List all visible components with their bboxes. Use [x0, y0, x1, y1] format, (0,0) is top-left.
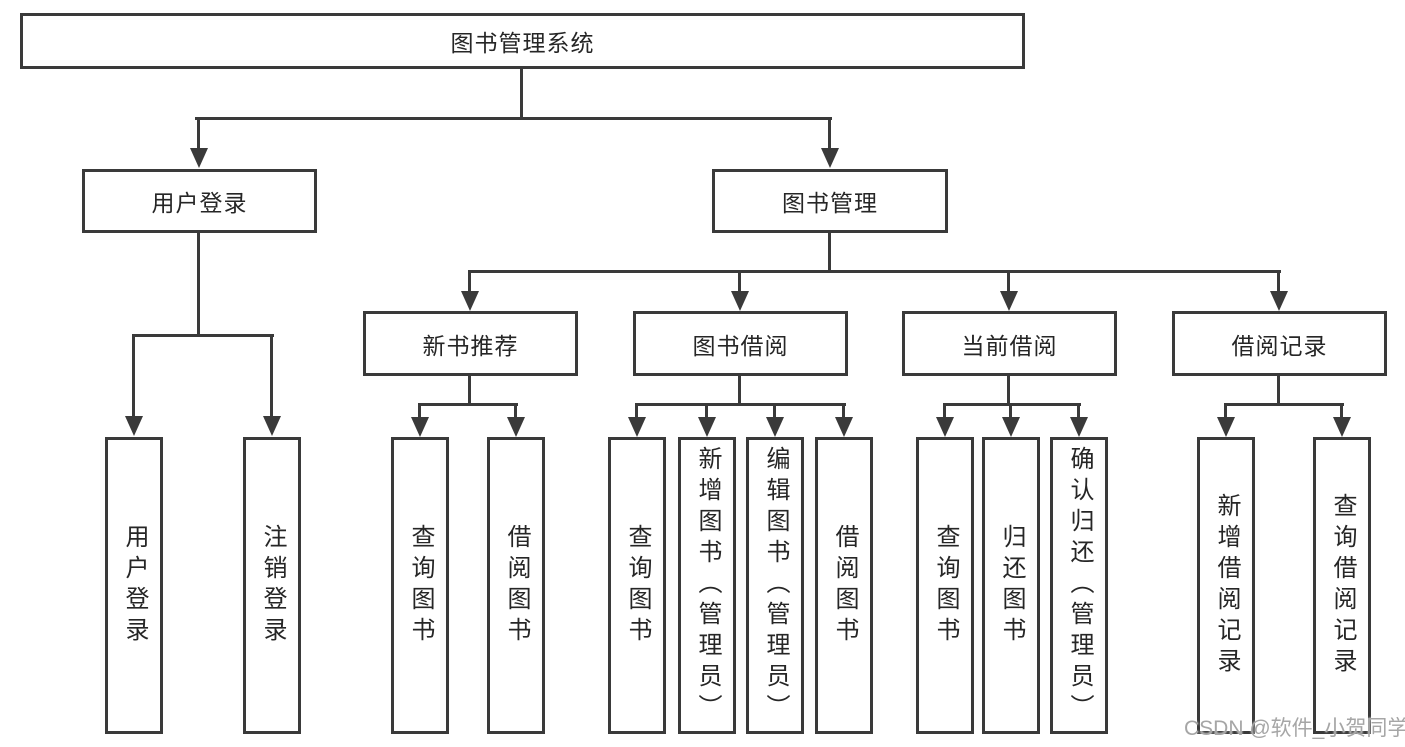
arrow-down-icon [731, 291, 749, 311]
arrow-down-icon [766, 417, 784, 437]
connector-vline [132, 334, 135, 418]
arrow-down-icon [698, 417, 716, 437]
connector-vline [1077, 403, 1080, 419]
connector-vline [1340, 403, 1343, 419]
node-current-borrowing: 当前借阅 [902, 311, 1117, 376]
connector-hline [132, 334, 274, 337]
leaf-query-book-1: 查询图书 [391, 437, 449, 734]
arrow-down-icon [461, 291, 479, 311]
leaf-confirm-return-admin: 确认归还（管理员） [1050, 437, 1108, 734]
node-book-borrowing-label: 图书借阅 [692, 332, 789, 359]
connector-vline [418, 403, 421, 419]
connector-hline [418, 403, 518, 406]
arrow-down-icon [835, 417, 853, 437]
leaf-query-book-3-label: 查询图书 [932, 523, 959, 648]
leaf-user-login-label: 用户登录 [121, 523, 148, 648]
leaf-add-borrow-record-label: 新增借阅记录 [1213, 492, 1240, 679]
node-book-management: 图书管理 [712, 169, 948, 233]
node-user-login-label: 用户登录 [151, 190, 248, 216]
connector-vline [828, 233, 831, 273]
connector-vline [1007, 376, 1010, 406]
leaf-borrow-book-1: 借阅图书 [487, 437, 545, 734]
connector-vline [1007, 270, 1010, 293]
leaf-borrow-book-2-label: 借阅图书 [831, 523, 858, 648]
arrow-down-icon [190, 148, 208, 168]
node-borrow-records-label: 借阅记录 [1231, 332, 1328, 359]
connector-hline [943, 403, 1081, 406]
leaf-edit-book-admin: 编辑图书（管理员） [746, 437, 804, 734]
connector-vline [635, 403, 638, 419]
connector-vline [1277, 270, 1280, 293]
leaf-query-book-2-label: 查询图书 [624, 523, 651, 648]
leaf-add-book-admin: 新增图书（管理员） [678, 437, 736, 734]
leaf-query-book-1-label: 查询图书 [407, 523, 434, 648]
arrow-down-icon [1333, 417, 1351, 437]
connector-vline [197, 117, 200, 150]
arrow-down-icon [1270, 291, 1288, 311]
node-book-management-label: 图书管理 [782, 190, 878, 216]
connector-hline [1224, 403, 1344, 406]
node-borrow-records: 借阅记录 [1172, 311, 1387, 376]
connector-vline [197, 233, 200, 337]
arrow-down-icon [1070, 417, 1088, 437]
watermark: CSDN @软件_小贺同学 [1184, 717, 1405, 740]
connector-vline [1224, 403, 1227, 419]
leaf-return-book: 归还图书 [982, 437, 1040, 734]
connector-vline [828, 117, 831, 150]
connector-vline [738, 270, 741, 293]
arrow-down-icon [507, 417, 525, 437]
connector-vline [773, 403, 776, 419]
node-root: 图书管理系统 [20, 13, 1025, 69]
leaf-logout: 注销登录 [243, 437, 301, 734]
arrow-down-icon [628, 417, 646, 437]
node-new-book-recommend-label: 新书推荐 [422, 332, 519, 359]
connector-vline [270, 334, 273, 418]
leaf-query-borrow-record: 查询借阅记录 [1313, 437, 1371, 734]
arrow-down-icon [263, 416, 281, 436]
arrow-down-icon [1002, 417, 1020, 437]
node-root-label: 图书管理系统 [450, 30, 595, 56]
leaf-add-book-admin-label: 新增图书（管理员） [694, 446, 721, 725]
leaf-borrow-book-2: 借阅图书 [815, 437, 873, 734]
leaf-query-borrow-record-label: 查询借阅记录 [1329, 492, 1356, 679]
leaf-add-borrow-record: 新增借阅记录 [1197, 437, 1255, 734]
connector-vline [1009, 403, 1012, 419]
arrow-down-icon [1217, 417, 1235, 437]
connector-vline [1277, 376, 1280, 406]
connector-vline [520, 69, 523, 119]
leaf-logout-label: 注销登录 [259, 523, 286, 648]
leaf-edit-book-admin-label: 编辑图书（管理员） [762, 446, 789, 725]
node-user-login: 用户登录 [82, 169, 317, 233]
leaf-query-book-2: 查询图书 [608, 437, 666, 734]
leaf-confirm-return-admin-label: 确认归还（管理员） [1066, 446, 1093, 725]
connector-hline [635, 403, 846, 406]
connector-hline [195, 117, 832, 120]
connector-hline [468, 270, 1281, 273]
connector-vline [468, 270, 471, 293]
node-current-borrowing-label: 当前借阅 [961, 332, 1058, 359]
node-new-book-recommend: 新书推荐 [363, 311, 578, 376]
arrow-down-icon [125, 416, 143, 436]
arrow-down-icon [411, 417, 429, 437]
connector-vline [842, 403, 845, 419]
leaf-query-book-3: 查询图书 [916, 437, 974, 734]
leaf-borrow-book-1-label: 借阅图书 [503, 523, 530, 648]
connector-vline [943, 403, 946, 419]
arrow-down-icon [936, 417, 954, 437]
connector-vline [705, 403, 708, 419]
leaf-return-book-label: 归还图书 [998, 523, 1025, 648]
arrow-down-icon [821, 148, 839, 168]
leaf-user-login: 用户登录 [105, 437, 163, 734]
arrow-down-icon [1000, 291, 1018, 311]
connector-vline [468, 376, 471, 406]
connector-vline [514, 403, 517, 419]
node-book-borrowing: 图书借阅 [633, 311, 848, 376]
connector-vline [738, 376, 741, 406]
